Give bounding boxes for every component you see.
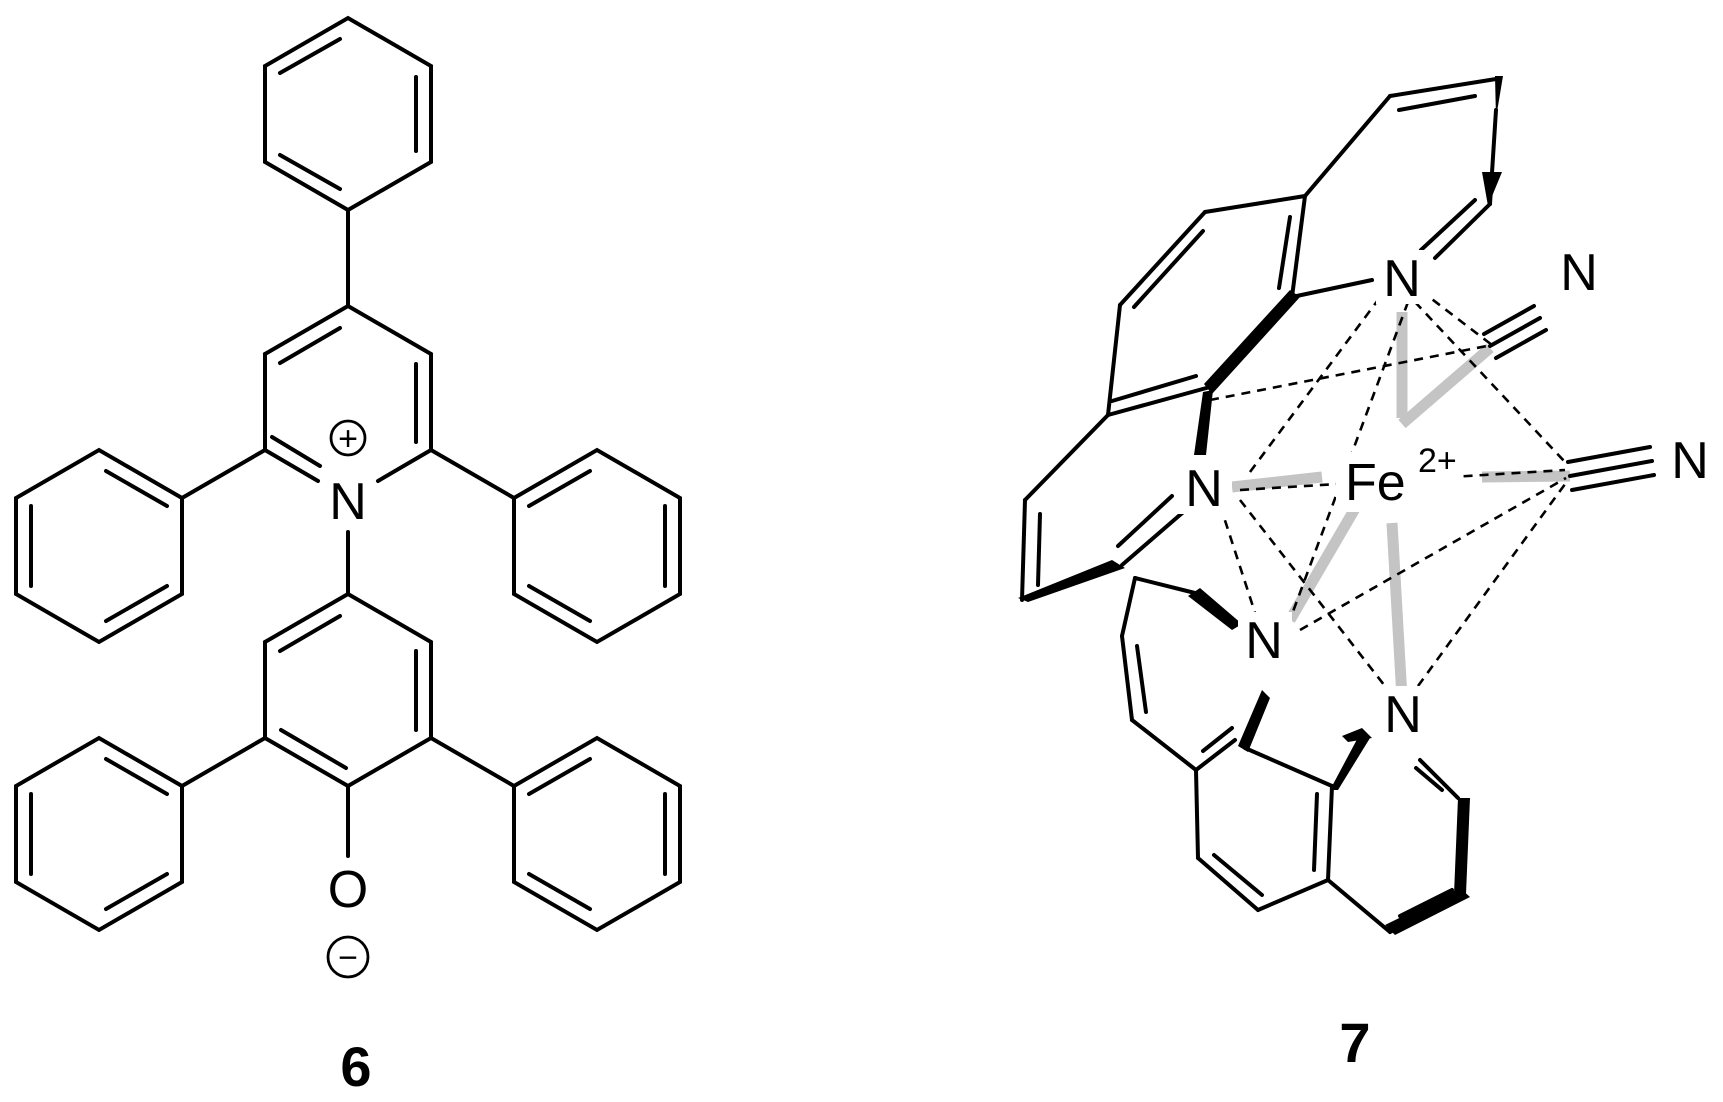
compound-7-labels: N N N N N N Fe 2+ 7 [1185, 244, 1709, 1074]
compound-6-number: 6 [340, 1035, 371, 1098]
lower-phenanthroline [1120, 576, 1470, 935]
n-top-label: N [1383, 250, 1421, 308]
compound-6-labels: N + O − 6 [326, 419, 372, 1098]
compound-6: N + O − 6 [14, 15, 682, 1098]
n-left-label: N [1185, 460, 1223, 518]
n-lower-left-label: N [1245, 612, 1283, 670]
coordination-bonds [1231, 312, 1571, 699]
compound-6-bonds [14, 15, 682, 933]
compound-7: N N N N N N Fe 2+ 7 [1018, 76, 1709, 1074]
negative-charge-symbol: − [326, 935, 370, 979]
label-knockouts [1178, 250, 1460, 740]
fe-label: Fe [1345, 454, 1406, 512]
cyano-n-top-label: N [1560, 244, 1598, 302]
compound-7-number: 7 [1339, 1011, 1370, 1074]
cyano-n-right-label: N [1671, 432, 1709, 490]
positive-charge-symbol: + [329, 419, 367, 458]
cyanide-ligands [1482, 304, 1656, 492]
pyridinium-n-label: N [329, 473, 367, 531]
fe-charge-label: 2+ [1418, 442, 1457, 480]
n-lower-right-label: N [1384, 686, 1422, 744]
svg-text:+: + [338, 420, 358, 458]
svg-text:−: − [338, 939, 358, 977]
phenolate-o-label: O [328, 861, 368, 919]
upper-phenanthroline [1018, 76, 1503, 602]
